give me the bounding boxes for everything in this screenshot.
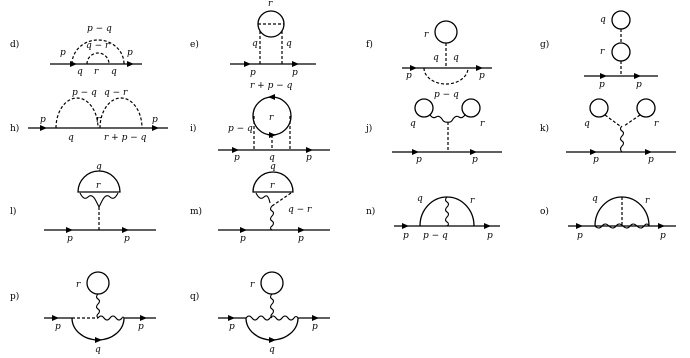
momentum-label: p bbox=[660, 231, 666, 241]
momentum-label: q bbox=[584, 119, 590, 129]
momentum-label: p bbox=[479, 71, 485, 81]
momentum-label: p bbox=[593, 155, 599, 165]
momentum-label: p bbox=[55, 322, 61, 332]
momentum-label: p bbox=[67, 234, 73, 244]
momentum-label: p − q bbox=[423, 231, 448, 241]
momentum-label: r bbox=[269, 113, 274, 123]
diagram-label-j: j) bbox=[365, 123, 372, 134]
momentum-label: q bbox=[433, 53, 439, 63]
momentum-label: p − q bbox=[87, 24, 112, 34]
momentum-label: q bbox=[77, 67, 83, 77]
momentum-label: p bbox=[472, 155, 478, 165]
momentum-label: p bbox=[240, 234, 246, 244]
momentum-label: p bbox=[599, 80, 605, 90]
diagram-e: e) r q q p p bbox=[190, 0, 316, 78]
momentum-label: q bbox=[96, 162, 102, 172]
momentum-label: p bbox=[250, 68, 256, 78]
momentum-label: q bbox=[252, 39, 258, 49]
diagram-q: q) r p p q bbox=[190, 271, 330, 355]
diagram-label-k: k) bbox=[540, 123, 549, 134]
momentum-label: r bbox=[470, 196, 475, 206]
diagram-h: h) p p p − q q − r q r r + p − q bbox=[10, 88, 168, 143]
diagram-d: d) p − q q − r p p q r q bbox=[10, 24, 142, 77]
diagram-label-m: m) bbox=[190, 206, 202, 217]
momentum-label: p bbox=[127, 48, 133, 58]
diagram-p: p) r p p q bbox=[10, 271, 156, 355]
diagram-i: i) r + p − q r p − q p q p bbox=[190, 81, 330, 163]
diagram-label-h: h) bbox=[10, 123, 19, 134]
diagram-label-e: e) bbox=[190, 39, 199, 50]
momentum-label: r bbox=[600, 47, 605, 57]
momentum-label: q bbox=[453, 53, 459, 63]
momentum-label: q − r bbox=[288, 205, 312, 215]
momentum-label: r bbox=[250, 280, 255, 290]
diagram-label-g: g) bbox=[540, 39, 549, 50]
momentum-label: p bbox=[406, 71, 412, 81]
momentum-label: p − q bbox=[434, 90, 459, 100]
momentum-label: r bbox=[268, 0, 273, 9]
momentum-label: p bbox=[636, 80, 642, 90]
momentum-label: q bbox=[111, 67, 117, 77]
momentum-label: p bbox=[306, 153, 312, 163]
diagram-label-i: i) bbox=[190, 123, 196, 134]
diagram-label-d: d) bbox=[10, 39, 19, 50]
momentum-label: p bbox=[312, 322, 318, 332]
diagram-label-o: o) bbox=[540, 206, 549, 217]
momentum-label: p bbox=[487, 231, 493, 241]
diagram-label-p: p) bbox=[10, 291, 19, 302]
momentum-label: p − q bbox=[228, 124, 253, 134]
momentum-label: q bbox=[592, 194, 598, 204]
momentum-label: q bbox=[269, 345, 275, 355]
momentum-label: p bbox=[298, 234, 304, 244]
diagram-n: n) q r p p − q p bbox=[366, 194, 500, 241]
momentum-label: p bbox=[124, 234, 130, 244]
momentum-label: q bbox=[417, 194, 423, 204]
momentum-label: r bbox=[480, 119, 485, 129]
momentum-label: p bbox=[60, 48, 66, 58]
momentum-label: r bbox=[270, 181, 275, 191]
momentum-label: p bbox=[234, 153, 240, 163]
momentum-label: p bbox=[403, 231, 409, 241]
momentum-label: p bbox=[40, 115, 46, 125]
momentum-label: q − r bbox=[86, 41, 110, 51]
momentum-label: r + p − q bbox=[104, 133, 147, 143]
momentum-label: q bbox=[68, 133, 74, 143]
diagram-label-f: f) bbox=[366, 39, 373, 50]
momentum-label: p − q bbox=[72, 88, 97, 98]
momentum-label: p bbox=[229, 322, 235, 332]
diagram-label-l: l) bbox=[10, 206, 16, 217]
diagram-m: m) q r q − r p p bbox=[190, 162, 330, 244]
momentum-label: q bbox=[269, 153, 275, 163]
diagram-label-q: q) bbox=[190, 291, 199, 302]
momentum-label: r bbox=[654, 119, 659, 129]
momentum-label: p bbox=[292, 68, 298, 78]
momentum-label: r bbox=[76, 280, 81, 290]
momentum-label: r + p − q bbox=[250, 81, 293, 91]
diagram-label-n: n) bbox=[366, 206, 375, 217]
momentum-label: p bbox=[138, 322, 144, 332]
momentum-label: r bbox=[94, 67, 99, 77]
momentum-label: r bbox=[424, 30, 429, 40]
diagram-g: g) q r p p bbox=[540, 10, 658, 90]
momentum-label: q − r bbox=[104, 88, 128, 98]
diagram-k: k) q r p p bbox=[540, 98, 676, 165]
diagram-f: f) r q q p − q p p bbox=[366, 20, 492, 100]
momentum-label: p bbox=[152, 115, 158, 125]
momentum-label: p bbox=[648, 155, 654, 165]
momentum-label: r bbox=[96, 181, 101, 191]
diagram-l: l) q r p p bbox=[10, 162, 156, 244]
momentum-label: q bbox=[410, 119, 416, 129]
momentum-label: p bbox=[416, 155, 422, 165]
momentum-label: q bbox=[270, 162, 276, 172]
momentum-label: p bbox=[577, 231, 583, 241]
momentum-label: q bbox=[95, 345, 101, 355]
diagram-j: j) q r p p bbox=[365, 98, 502, 165]
momentum-label: q bbox=[286, 39, 292, 49]
momentum-label: r bbox=[96, 115, 101, 125]
diagram-o: o) q r p p bbox=[540, 194, 676, 241]
momentum-label: r bbox=[645, 196, 650, 206]
momentum-label: q bbox=[600, 15, 606, 25]
